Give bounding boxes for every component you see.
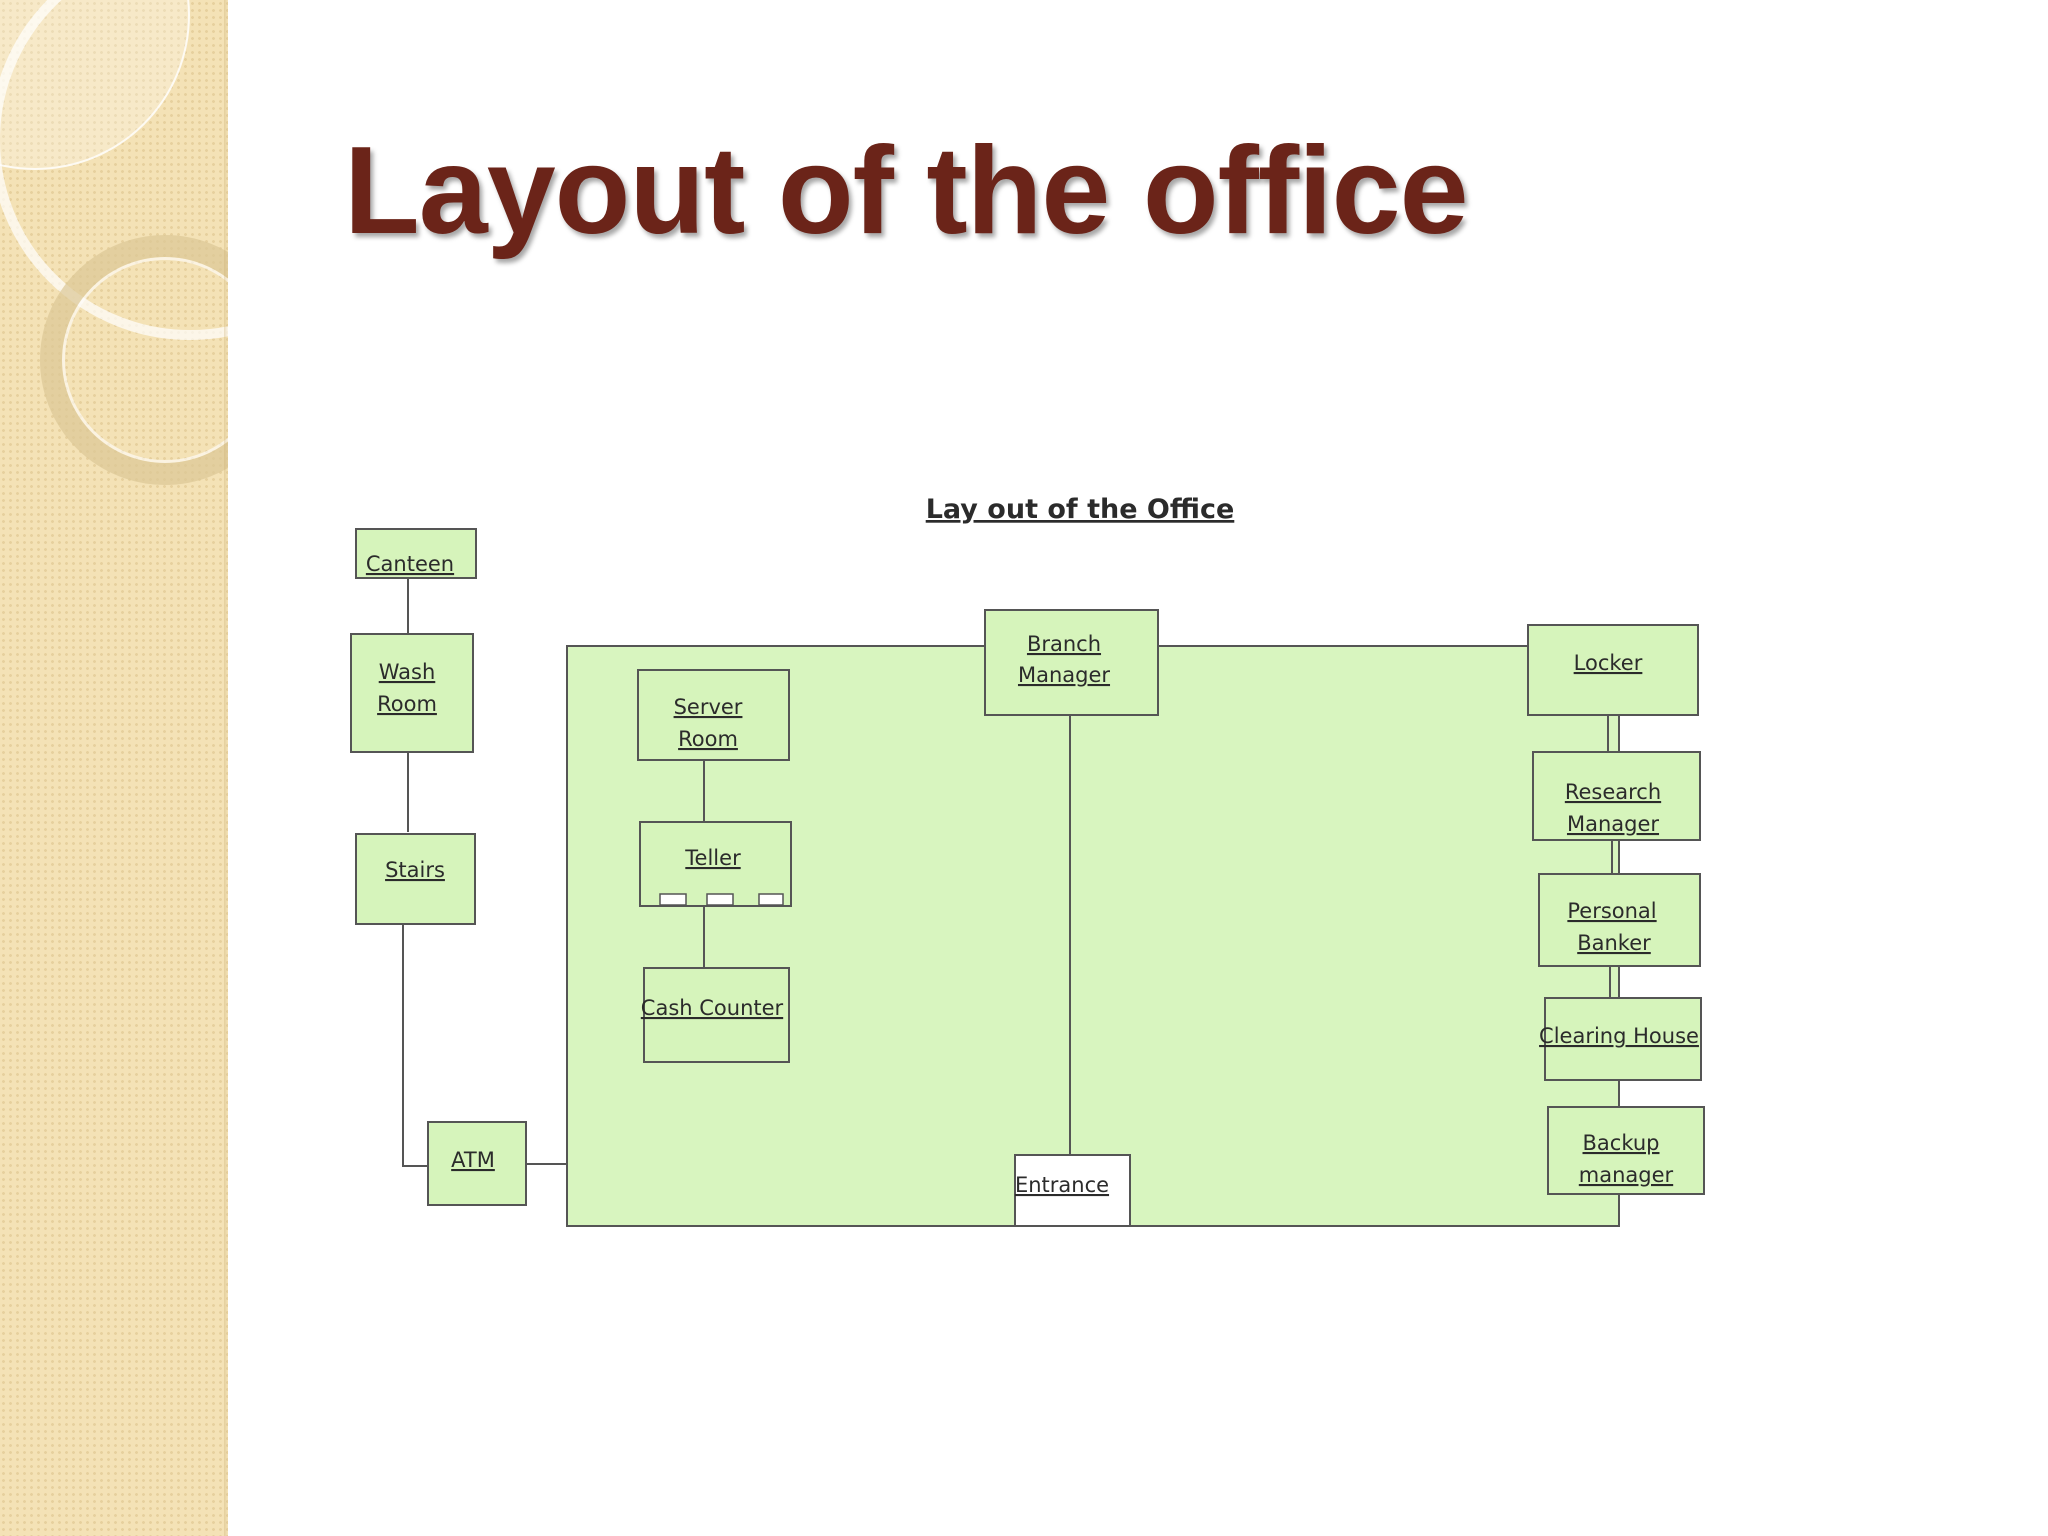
personal-banker-label-line2: Banker	[1577, 931, 1651, 955]
branch-manager-label-line1: Branch	[1027, 632, 1101, 656]
teller-room	[639, 821, 792, 907]
stairs-label: Stairs	[385, 858, 445, 882]
teller-window	[758, 893, 784, 906]
wash-room-label-line1: Wash	[379, 660, 436, 684]
canteen-label: Canteen	[366, 552, 454, 576]
clearing-house-room	[1544, 997, 1702, 1081]
locker-label: Locker	[1574, 651, 1643, 675]
atm-label: ATM	[451, 1148, 495, 1172]
entrance-label: Entrance	[1015, 1173, 1109, 1197]
backup-manager-room	[1547, 1106, 1705, 1195]
connector-lines	[402, 578, 1613, 1167]
locker-room	[1527, 624, 1699, 716]
diagram-title: Lay out of the Office	[926, 494, 1235, 525]
server-room-label-line1: Server	[674, 695, 743, 719]
research-manager-label-line2: Manager	[1567, 812, 1659, 836]
teller-window	[659, 893, 687, 906]
cash-counter-room	[643, 967, 790, 1063]
server-room	[637, 669, 790, 761]
entrance-room	[1014, 1154, 1131, 1227]
backup-manager-label-line1: Backup	[1583, 1131, 1660, 1155]
personal-banker-room	[1538, 873, 1701, 967]
atm-room	[427, 1121, 527, 1206]
sidebar-edge	[224, 0, 228, 1536]
backup-manager-label-line2: manager	[1579, 1163, 1674, 1187]
cash-counter-label: Cash Counter	[641, 996, 784, 1020]
research-manager-label-line1: Research	[1565, 780, 1661, 804]
canteen-room	[355, 528, 477, 579]
teller-label: Teller	[684, 846, 741, 870]
branch-manager-label-line2: Manager	[1018, 663, 1110, 687]
clearing-house-label: Clearing House	[1539, 1024, 1699, 1048]
server-room-label-line2: Room	[678, 727, 738, 751]
wash-room	[350, 633, 474, 753]
teller-window	[706, 893, 734, 906]
personal-banker-label-line1: Personal	[1567, 899, 1656, 923]
branch-manager-room	[984, 609, 1159, 716]
slide-title: Layout of the office	[344, 122, 1469, 260]
wash-room-label-line2: Room	[377, 692, 437, 716]
stairs-room	[355, 833, 476, 925]
research-manager-room	[1532, 751, 1701, 841]
decorative-sidebar	[0, 0, 228, 1536]
